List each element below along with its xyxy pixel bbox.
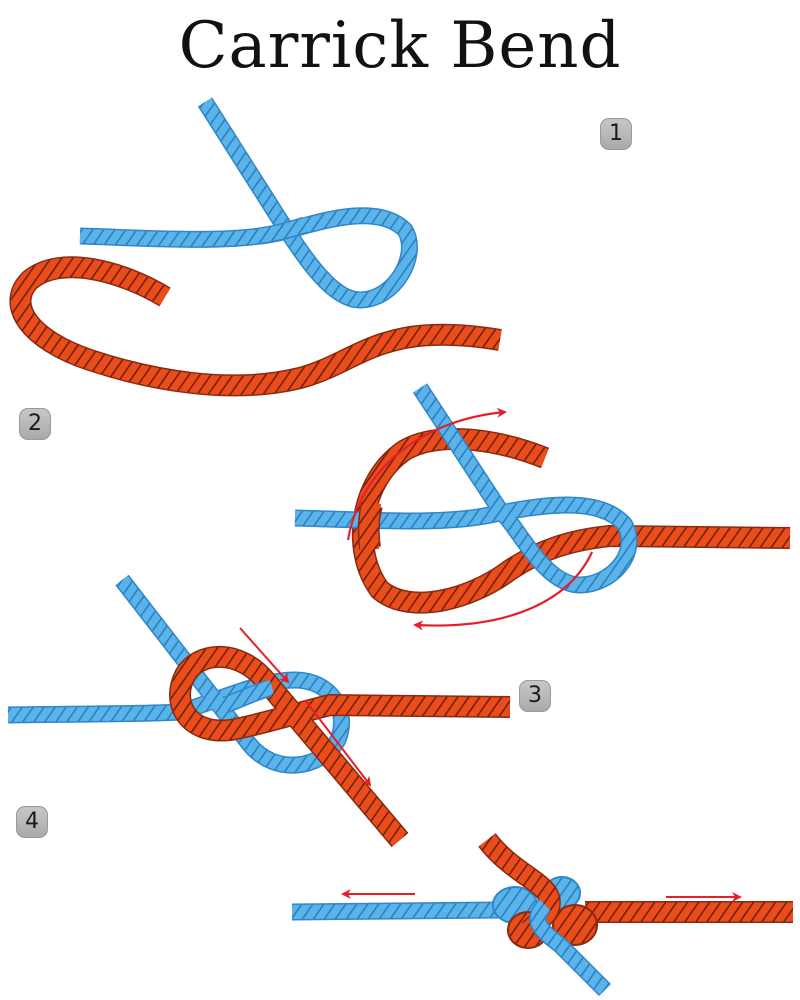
- red-rope: [478, 833, 793, 949]
- red-rope: [9, 256, 502, 397]
- step-4-illustration: [291, 833, 793, 997]
- step-badge-4: 4: [16, 806, 48, 838]
- blue-rope: [79, 97, 418, 309]
- blue-rope: [294, 383, 638, 594]
- step-badge-3: 3: [519, 680, 551, 712]
- step-badge-2: 2: [19, 408, 51, 440]
- step-1-illustration: [9, 97, 502, 397]
- arrow-tuck-icon: [239, 627, 290, 684]
- step-2-illustration: [294, 383, 791, 631]
- step-badge-1: 1: [600, 118, 632, 150]
- arrow-over-icon: [346, 407, 507, 541]
- arrow-under-icon: [413, 551, 593, 631]
- arrow-exit-icon: [304, 699, 372, 787]
- red-rope: [169, 645, 511, 848]
- step-3-illustration: [7, 574, 511, 848]
- page-title: Carrick Bend: [178, 9, 622, 83]
